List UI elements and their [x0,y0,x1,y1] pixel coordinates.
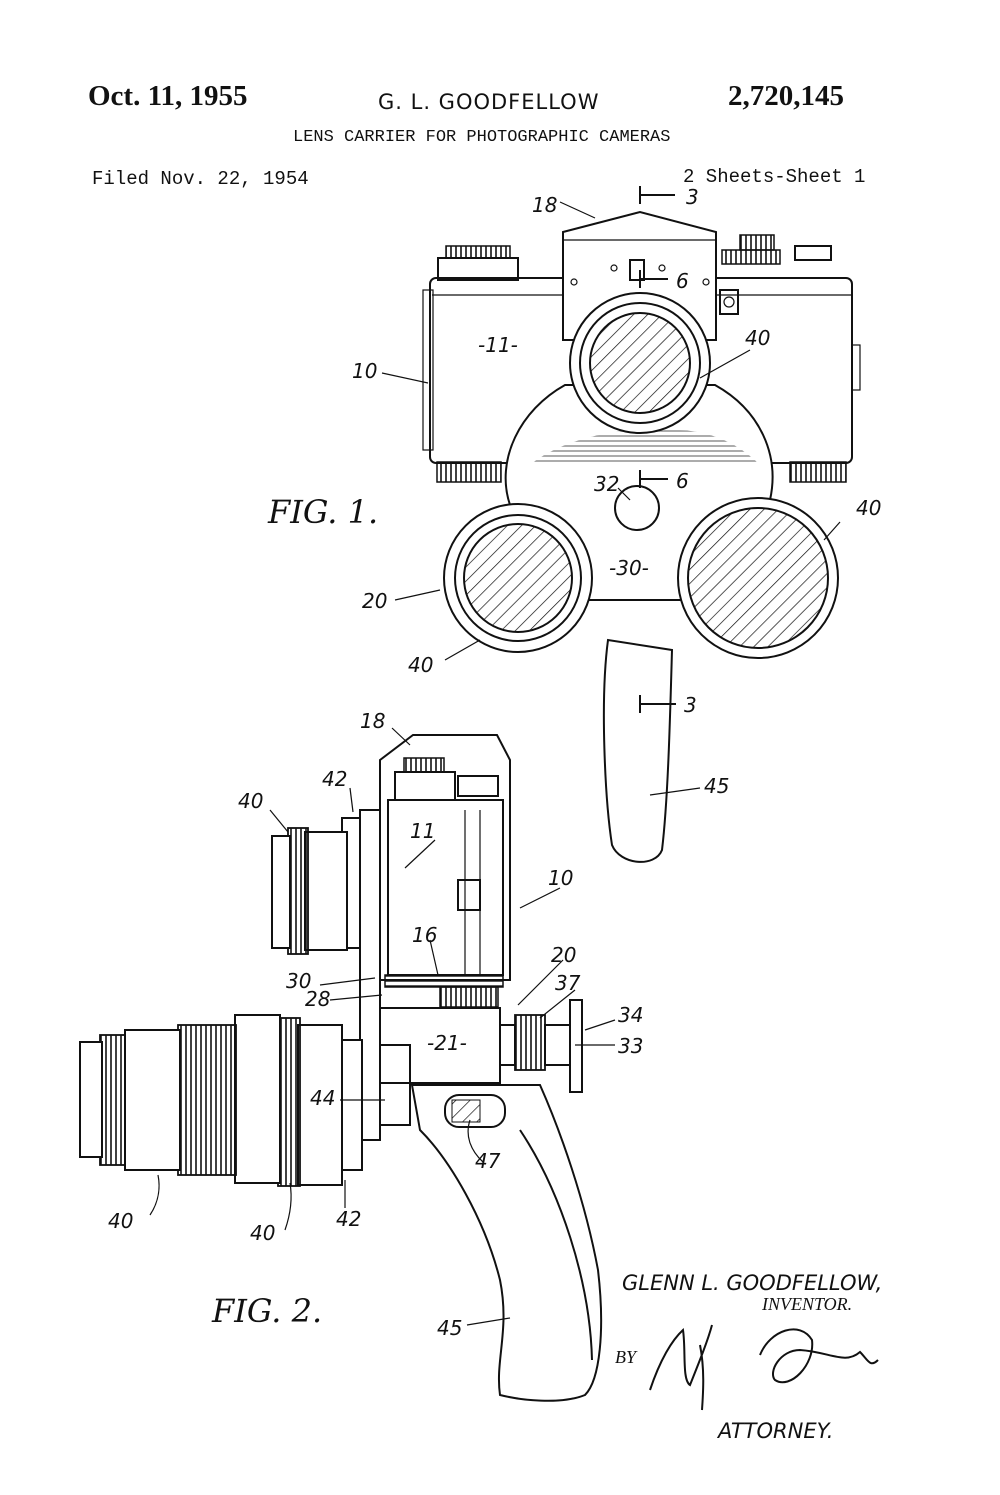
patent-date: Oct. 11, 1955 [88,80,248,112]
sheet-count: 2 Sheets-Sheet 1 [683,166,866,188]
label-40-upper: 40 [238,789,263,813]
label-11: -11- [478,333,518,357]
lens-40-upper [271,817,361,955]
figure-2: 18 42 40 11 10 16 30 28 20 37 34 -21- 33… [79,709,643,1402]
label-42-top: 42 [322,767,347,791]
label-40-right: 40 [856,496,881,520]
label-34: 34 [618,1003,643,1027]
turret-plate-edge [359,809,381,1141]
label-42-lower: 42 [336,1207,361,1231]
label-21: -21- [427,1031,467,1055]
label-20: 20 [362,589,387,613]
attorney-role: ATTORNEY. [716,1419,833,1443]
inventor-name: GLENN L. GOODFELLOW, [622,1271,882,1295]
label-6-top: 6 [676,269,689,293]
inventor-header: G. L. GOODFELLOW [378,90,600,114]
label-45: 45 [704,774,729,798]
figure-1: 18 3 6 -11- 10 40 6 32 40 -30- 20 40 3 4… [267,185,881,863]
label-16: 16 [412,923,437,947]
label-45-fig2: 45 [437,1316,462,1340]
by-label: BY [615,1347,638,1367]
label-44: 44 [310,1086,335,1110]
label-18-fig2: 18 [360,709,385,733]
label-6-mid: 6 [676,469,689,493]
inventor-role: INVENTOR. [761,1294,852,1314]
lens-40-lower [79,1014,363,1187]
handle-fig1 [602,638,674,863]
knob-34 [499,999,583,1093]
label-40-left: 40 [408,653,433,677]
label-47: 47 [475,1149,501,1173]
pistol-grip-45 [410,1084,603,1402]
figure-1-caption: FIG. 1. [267,493,378,531]
camera-body-fig2 [384,757,504,1008]
label-10: 10 [352,359,377,383]
label-11-fig2: 11 [410,819,435,843]
patent-number: 2,720,145 [728,80,844,112]
label-3-top: 3 [686,185,699,209]
label-40-lower-mid: 40 [250,1221,275,1245]
figure-2-caption: FIG. 2. [211,1292,322,1330]
label-18: 18 [532,193,557,217]
lens-40-left [443,503,593,653]
label-10-fig2: 10 [548,866,573,890]
label-33: 33 [618,1034,643,1058]
label-30: -30- [609,556,649,580]
label-40-top: 40 [745,326,770,350]
label-32: 32 [594,472,619,496]
attorney-signature [649,1324,713,1411]
label-20-fig2: 20 [551,943,576,967]
lens-40-top [569,292,711,434]
signature-block: GLENN L. GOODFELLOW, INVENTOR. BY ATTORN… [615,1271,882,1443]
label-28: 28 [305,987,330,1011]
filed-date: Filed Nov. 22, 1954 [92,168,309,190]
label-30-fig2: 30 [286,969,311,993]
label-40-lower-left: 40 [108,1209,133,1233]
lens-40-right [677,497,839,659]
label-3-bottom: 3 [684,693,697,717]
label-37: 37 [555,971,581,995]
patent-title: LENS CARRIER FOR PHOTOGRAPHIC CAMERAS [293,128,671,147]
